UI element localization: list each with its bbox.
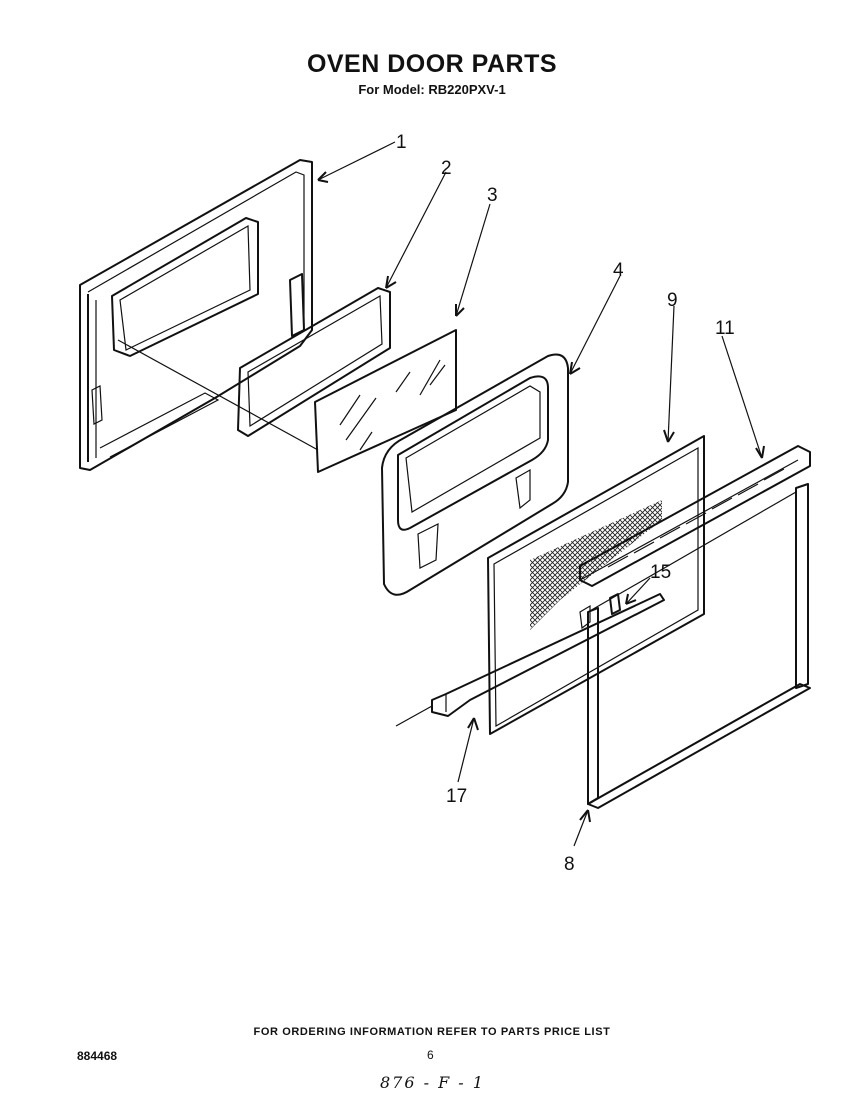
part-4-inner-door-liner — [381, 353, 569, 596]
callout-17: 17 — [446, 786, 467, 807]
part-8-outer-frame — [587, 483, 811, 809]
model-subtitle: For Model: RB220PXV-1 — [358, 82, 506, 97]
document-number: 884468 — [77, 1049, 118, 1063]
ordering-info-note: FOR ORDERING INFORMATION REFER TO PARTS … — [253, 1026, 611, 1038]
callout-11: 11 — [715, 318, 735, 339]
callout-15: 15 — [650, 562, 671, 583]
page-number: 6 — [427, 1048, 434, 1062]
callout-3: 3 — [487, 185, 498, 206]
part-9-inner-panel — [487, 435, 705, 735]
callout-4: 4 — [613, 260, 624, 281]
part-3-window-glass — [314, 329, 457, 473]
part-15-clip — [609, 593, 621, 615]
part-2-gasket — [237, 287, 391, 437]
callout-1: 1 — [396, 132, 407, 153]
callout-8: 8 — [564, 854, 575, 875]
page-title: OVEN DOOR PARTS — [306, 50, 558, 78]
part-1-outer-door-panel — [79, 159, 313, 471]
part-17-handle-bar — [431, 593, 665, 717]
part-11-vent-channel — [579, 445, 811, 587]
callout-9: 9 — [667, 290, 678, 311]
handwritten-annotation: 876 - F - 1 — [380, 1073, 485, 1092]
leader-lines — [117, 141, 765, 847]
callout-2: 2 — [441, 158, 452, 179]
